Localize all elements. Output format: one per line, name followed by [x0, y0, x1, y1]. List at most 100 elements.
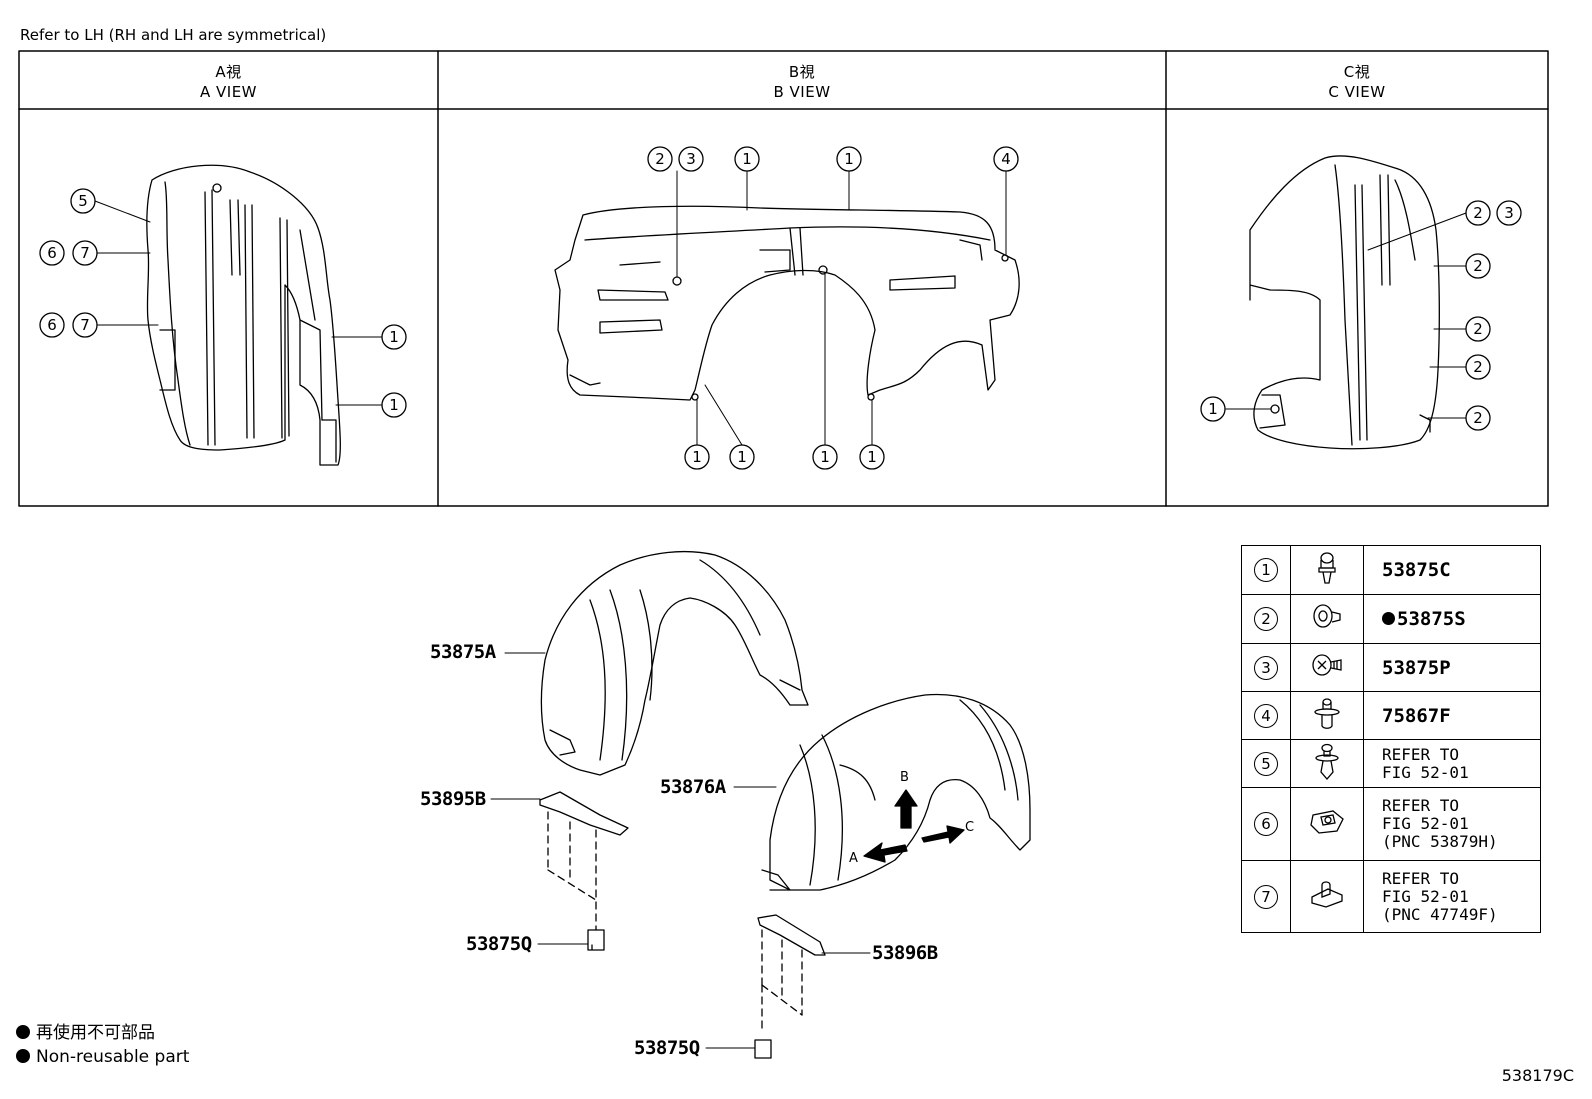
c-view-callout-number: 2 — [1473, 358, 1483, 376]
arrow-a-label: A — [849, 851, 858, 866]
callout-number: 7 — [1254, 884, 1278, 909]
a-view-callouts — [39, 188, 407, 418]
legend-jp: 再使用不可部品 — [36, 1023, 155, 1043]
part-number-text: FIG 52-01 — [1382, 886, 1469, 906]
a-view-callout-number: 6 — [47, 244, 57, 262]
view-frame — [18, 50, 1549, 507]
clip-icon — [1290, 545, 1364, 595]
part-number-text: REFER TO — [1382, 868, 1460, 888]
direction-arrows — [863, 789, 965, 863]
push-rivet-icon — [1290, 691, 1364, 740]
b-view-callout-number: 1 — [737, 448, 747, 466]
seal-right-drawing — [754, 914, 826, 1059]
nonreusable-dot-icon — [1382, 612, 1395, 625]
parts-table-row: 3 53875P — [1241, 643, 1541, 692]
part-label-53875a: 53875A — [430, 641, 496, 663]
part-number-text: REFER TO — [1382, 744, 1460, 764]
grommet-icon — [1290, 594, 1364, 644]
a-view-leaders — [94, 200, 383, 406]
arrow-b-icon — [894, 789, 918, 829]
a-view-callout-number: 7 — [80, 244, 90, 262]
arrow-a-icon — [863, 842, 908, 863]
bracket-clip-icon — [1290, 860, 1364, 933]
legend-en: Non-reusable part — [36, 1047, 190, 1067]
c-view-jp: C視 — [1343, 63, 1371, 81]
callout-number-cell: 7 — [1241, 860, 1291, 933]
arrow-c-icon — [921, 825, 965, 844]
part-number-cell: 53875C — [1363, 545, 1541, 595]
part-number-text: REFER TO — [1382, 796, 1460, 815]
callout-number: 6 — [1254, 812, 1278, 836]
c-view-callout-number: 2 — [1473, 409, 1483, 427]
a-view-callout-number: 1 — [389, 396, 399, 414]
callout-number-cell: 4 — [1241, 691, 1291, 740]
a-view-en: A VIEW — [199, 83, 258, 101]
c-view-callout-number: 2 — [1473, 204, 1483, 222]
callout-number: 5 — [1254, 751, 1278, 776]
c-view-leaders — [1225, 212, 1467, 419]
c-view-callout-number: 2 — [1473, 257, 1483, 275]
nonreusable-dot-icon — [16, 1049, 30, 1063]
arrow-c-label: C — [965, 820, 975, 835]
part-number-cell: 53875P — [1363, 643, 1541, 692]
part-number-text: 53875S — [1397, 608, 1466, 630]
b-view-liner-drawing — [554, 205, 1020, 401]
nonreusable-dot-icon — [16, 1025, 30, 1039]
callout-number-cell: 2 — [1241, 594, 1291, 644]
c-view-callout-number: 3 — [1504, 204, 1514, 222]
b-view-heading: B視 B VIEW — [438, 62, 1166, 102]
parts-table-row: 2 53875S — [1241, 594, 1541, 644]
figure-number: 538179C — [1501, 1066, 1574, 1085]
part-number-text: 53875C — [1382, 559, 1451, 581]
c-view-liner-drawing — [1249, 155, 1440, 450]
part-number-text: FIG 52-01 — [1382, 814, 1469, 833]
c-view-heading: C視 C VIEW — [1166, 62, 1548, 102]
part-label-53875q-left: 53875Q — [466, 933, 532, 955]
part-number-text: (PNC 53879H) — [1382, 832, 1498, 851]
b-view-callouts — [647, 146, 1019, 470]
screw-washer-icon — [1290, 643, 1364, 692]
arrow-b-label: B — [900, 770, 909, 785]
a-view-callout-number: 5 — [78, 192, 88, 210]
b-view-callout-number: 3 — [686, 150, 696, 168]
a-view-callout-number: 1 — [389, 328, 399, 346]
spring-nut-icon — [1290, 787, 1364, 861]
part-label-53875q-right: 53875Q — [634, 1037, 700, 1059]
part-number-text: (PNC 47749F) — [1382, 904, 1498, 924]
rear-liner-drawing — [761, 693, 1031, 891]
callout-number: 1 — [1254, 558, 1278, 582]
callout-number: 3 — [1254, 655, 1278, 680]
header-note: Refer to LH (RH and LH are symmetrical) — [20, 26, 327, 44]
part-number-cell: 53875S — [1363, 594, 1541, 644]
callout-number: 2 — [1254, 607, 1278, 631]
part-label-53896b: 53896B — [872, 942, 938, 964]
b-view-jp: B視 — [788, 63, 816, 81]
b-view-callout-number: 1 — [844, 150, 854, 168]
a-view-liner-drawing — [146, 164, 341, 466]
b-view-callout-number: 4 — [1001, 150, 1011, 168]
front-liner-drawing — [540, 550, 809, 776]
part-label-53876a: 53876A — [660, 776, 726, 798]
callout-number-cell: 3 — [1241, 643, 1291, 692]
c-view-en: C VIEW — [1328, 83, 1386, 101]
c-view-callout-number: 1 — [1208, 400, 1218, 418]
part-number-text: FIG 52-01 — [1382, 762, 1469, 782]
b-view-en: B VIEW — [773, 83, 831, 101]
a-view-callout-number: 7 — [80, 316, 90, 334]
b-view-callout-number: 1 — [692, 448, 702, 466]
callout-number: 4 — [1254, 703, 1278, 728]
part-number-text: 53875P — [1382, 656, 1451, 679]
b-view-callout-number: 2 — [655, 150, 665, 168]
c-view-callout-number: 2 — [1473, 320, 1483, 338]
pin-clip-icon — [1290, 739, 1364, 788]
b-view-leaders — [676, 170, 1007, 446]
a-view-jp: A視 — [215, 63, 242, 81]
callout-number-cell: 6 — [1241, 787, 1291, 861]
